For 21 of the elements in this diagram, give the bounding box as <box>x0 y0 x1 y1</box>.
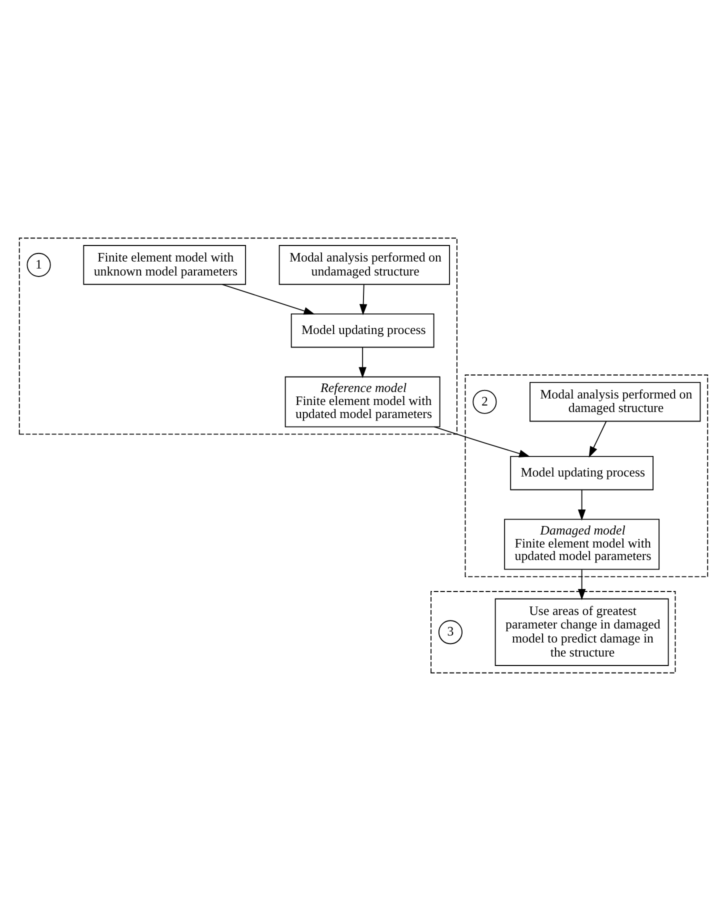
node-box: Finite element model with unknown model parameters <box>83 244 246 284</box>
node-circle: 2 <box>472 389 497 414</box>
arrow <box>434 426 530 457</box>
node-box: Use areas of greatest parameter change in damaged model to predict damage in the structure <box>494 598 669 666</box>
arrow <box>359 284 368 315</box>
node-box: Modal analysis performed on damaged structure <box>530 381 701 422</box>
node-box: Model updating process <box>510 455 654 490</box>
node-box: Damaged model Finite element model with updated model parameters <box>504 518 660 570</box>
node-circle: 3 <box>438 620 462 644</box>
arrow <box>578 568 586 600</box>
node-box: Reference model Finite element model with updated model parameters <box>284 376 440 427</box>
arrow <box>222 283 315 314</box>
cluster <box>18 237 458 434</box>
node-circle: 1 <box>26 252 51 276</box>
node-box: Modal analysis performed on undamaged structure <box>278 244 450 284</box>
arrow <box>578 488 586 520</box>
arrow <box>588 420 607 458</box>
arrow <box>358 346 366 378</box>
cluster <box>464 374 708 577</box>
node-box: Model updating process <box>290 313 434 348</box>
cluster <box>430 590 676 673</box>
